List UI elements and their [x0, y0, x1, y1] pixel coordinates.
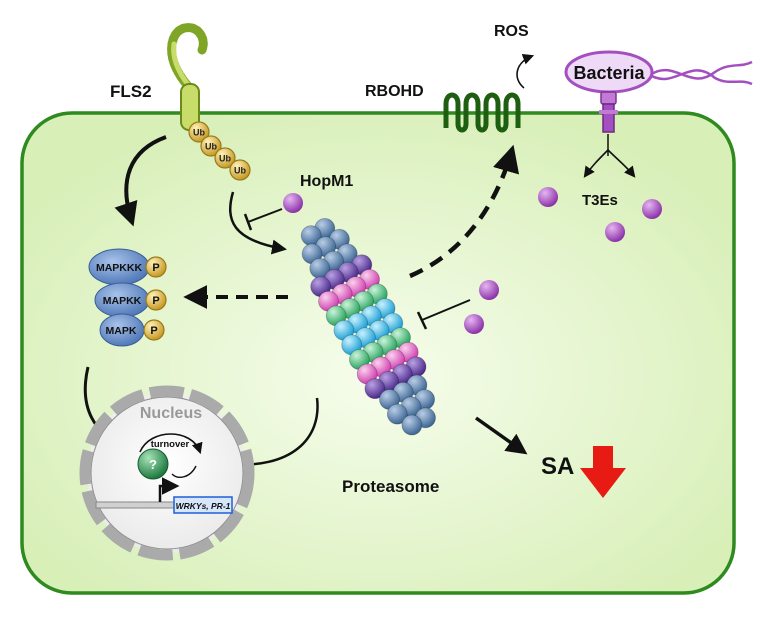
phospho-label: P [150, 325, 157, 337]
ros-arrow [516, 53, 535, 89]
ros-label: ROS [494, 23, 529, 40]
mapkk-label: MAPKK [103, 295, 142, 307]
gene-label: WRKYs, PR-1 [176, 501, 231, 511]
rbohd-channel [443, 92, 521, 133]
phospho-label: P [152, 262, 159, 274]
sa-decrease-arrow [580, 446, 626, 498]
ubiquitin-label: Ub [205, 142, 217, 152]
sa-label: SA [541, 453, 574, 480]
fls2-receptor [167, 23, 208, 131]
proteasome-subunit [386, 403, 408, 425]
bacteria-label: Bacteria [573, 63, 645, 83]
ubiquitin-label: Ub [193, 128, 205, 138]
mapkkk-label: MAPKKK [96, 262, 142, 274]
ubiquitin-label: Ub [234, 166, 246, 176]
effector-proteins [283, 187, 662, 334]
proteasome-label: Proteasome [342, 477, 439, 496]
proteasome-subunit [364, 378, 386, 400]
t3es-label: T3Es [582, 192, 618, 209]
bacteria [564, 50, 753, 178]
ubiquitin-chain: Ub Ub Ub Ub [188, 121, 251, 181]
turnover-label: turnover [151, 439, 190, 450]
proteasome-subunit [401, 414, 423, 436]
nucleus [79, 385, 255, 561]
fls2-label: FLS2 [110, 82, 152, 101]
proteasome [300, 217, 436, 436]
nucleus-label: Nucleus [140, 405, 202, 422]
hopm1-label: HopM1 [300, 173, 353, 190]
ubiquitin-label: Ub [219, 154, 231, 164]
rbohd-label: RBOHD [365, 83, 424, 100]
mapk-cascade [88, 248, 167, 347]
phospho-label: P [152, 295, 159, 307]
mapk-label: MAPK [106, 325, 137, 337]
unknown-protein-label: ? [149, 457, 157, 472]
